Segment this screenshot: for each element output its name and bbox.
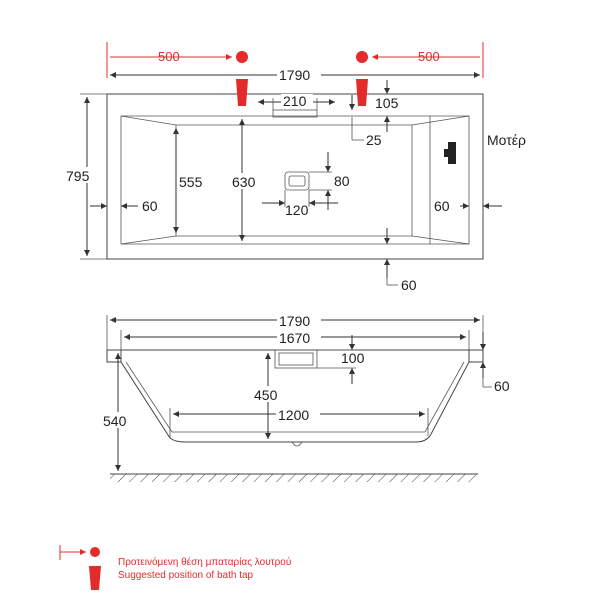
legend-tap-icon [90, 547, 100, 557]
tub-basin-top [120, 115, 470, 245]
dim-bottom-length: 1200 [278, 407, 309, 423]
legend-text-greek: Προτεινόμενη θέση μπαταρίας λουτρού [118, 556, 291, 568]
overflow-slot-side [274, 349, 318, 369]
dim-depth: 450 [254, 387, 278, 403]
drain-outlet-side [291, 441, 303, 447]
side-view: 1790 1670 100 450 1200 540 60 [102, 312, 510, 482]
dim-drain-depth: 80 [334, 173, 350, 189]
dim-rim-right: 60 [434, 198, 450, 214]
legend-text-english: Suggested position of bath tap [118, 570, 254, 581]
dim-top-inner-length: 1670 [279, 330, 310, 346]
dim-rim-bottom: 60 [401, 277, 417, 293]
dim-rim-top: 105 [375, 95, 399, 111]
tub-outline-top [106, 93, 484, 260]
dim-overall-height: 540 [103, 413, 127, 429]
dim-outer-inner-width: 630 [232, 174, 256, 190]
dim-tap-left: 500 [158, 49, 180, 64]
dim-overall-length-side: 1790 [279, 313, 310, 329]
top-view: Μοτέρ 500 500 1790 210 105 [65, 42, 526, 293]
dim-drain-offset: 120 [285, 202, 309, 218]
dim-overflow-height: 100 [341, 350, 365, 366]
rim-right-side [468, 349, 484, 363]
motor-label: Μοτέρ [487, 132, 526, 148]
dim-rim-height: 60 [494, 378, 510, 394]
dim-tap-right: 500 [418, 49, 440, 64]
overflow-slot-top [272, 109, 318, 118]
dim-overall-width: 795 [66, 168, 90, 184]
dim-overall-length-top: 1790 [279, 67, 310, 83]
dim-overflow-width: 210 [283, 93, 307, 109]
dim-inner-width: 555 [179, 174, 203, 190]
tub-body-side [120, 361, 470, 443]
legend: Προτεινόμενη θέση μπαταρίας λουτρού Sugg… [59, 545, 291, 590]
rim-left-side [106, 349, 122, 363]
dim-rim-left: 60 [142, 198, 158, 214]
drain-top [284, 171, 310, 191]
dim-overflow-offset: 25 [366, 132, 382, 148]
motor-icon [444, 142, 456, 164]
tap-marker-right [356, 51, 368, 106]
tap-marker-left [236, 51, 248, 106]
